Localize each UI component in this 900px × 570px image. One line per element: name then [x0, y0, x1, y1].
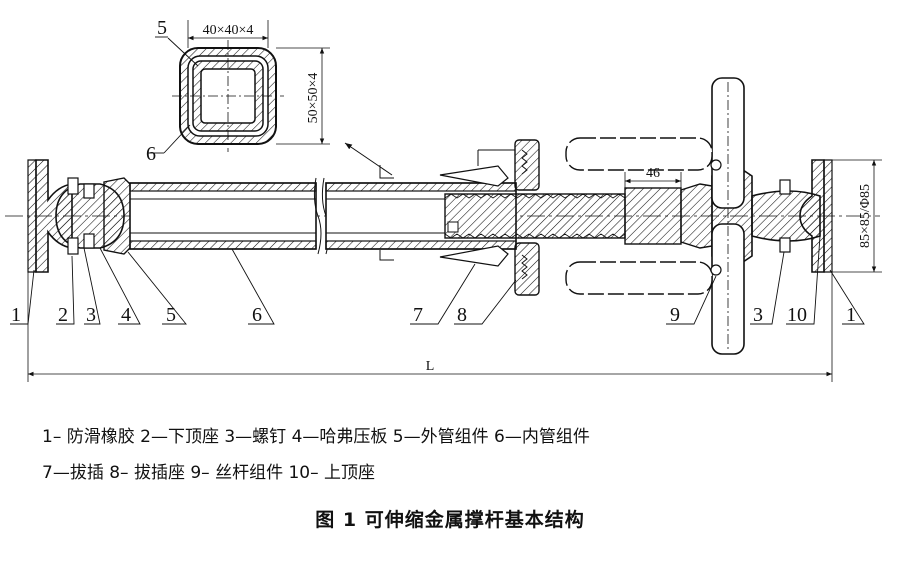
part-number-10: 10 — [787, 304, 807, 326]
part-number-8: 8 — [457, 304, 467, 326]
part-number-9: 9 — [670, 304, 680, 326]
overall-length-dimension — [27, 272, 833, 382]
part-numbers: 1 2 3 4 5 6 7 8 9 3 10 1 — [11, 304, 856, 326]
part-number-5: 5 — [166, 304, 176, 326]
section-callout-inner: 6 — [146, 143, 156, 165]
section-view-arrows — [344, 142, 394, 261]
tube-size-label: 50×50×4 — [306, 73, 321, 124]
section-callout-outer: 5 — [157, 17, 167, 39]
thread-length-label: 46 — [646, 166, 660, 181]
part-number-3: 3 — [86, 304, 96, 326]
part-number-4: 4 — [121, 304, 131, 326]
legend-line-1: 1– 防滑橡胶 2—下顶座 3—螺钉 4—哈弗压板 5—外管组件 6—内管组件 — [42, 427, 590, 447]
tube-cross-section — [148, 20, 330, 154]
legend-line-2: 7—拔插 8– 拔插座 9– 丝杆组件 10– 上顶座 — [42, 463, 376, 483]
plate-size-dimension — [832, 159, 882, 273]
strut-assembly-drawing: 40×40×4 50×50×4 5 6 — [5, 17, 882, 382]
figure-title: 图 1 可伸缩金属撑杆基本结构 — [315, 509, 585, 531]
part-number-6: 6 — [252, 304, 262, 326]
part-number-7: 7 — [413, 304, 423, 326]
part-leaders — [10, 235, 865, 325]
part-number-1: 1 — [11, 304, 21, 326]
overall-length-label: L — [426, 359, 435, 374]
main-strut — [5, 77, 880, 355]
section-size-label: 40×40×4 — [203, 23, 254, 38]
thread-length-dimension — [624, 172, 682, 188]
part-number-1-right: 1 — [846, 304, 856, 326]
plate-size-label: 85×85/Φ85 — [858, 184, 873, 248]
part-number-3-right: 3 — [753, 304, 763, 326]
part-number-2: 2 — [58, 304, 68, 326]
